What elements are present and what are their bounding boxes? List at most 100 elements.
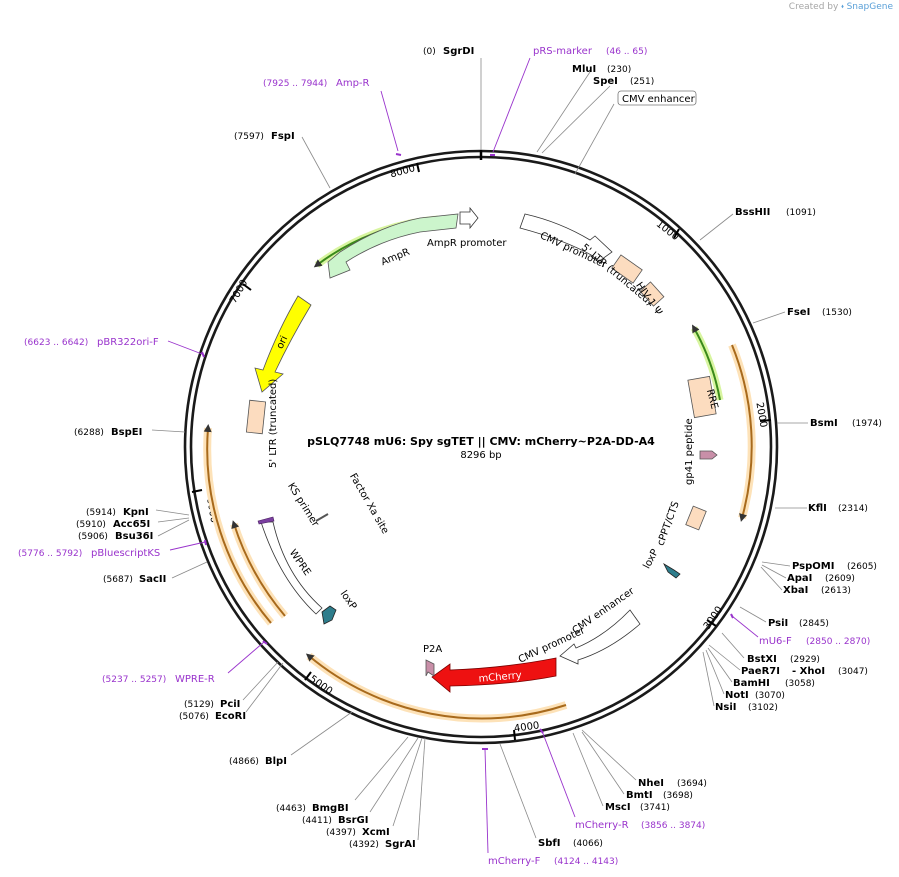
tick-label-8000: 8000: [389, 163, 416, 180]
loxp-right-feature[interactable]: [663, 562, 681, 579]
enzyme-xcmi-pos: (4397): [326, 828, 356, 838]
primer-prs-marker[interactable]: pRS-marker: [533, 46, 593, 57]
enzyme-mlui-pos: (230): [607, 65, 631, 75]
enzyme-xbai[interactable]: XbaI: [783, 585, 808, 596]
enzyme-sacii[interactable]: SacII: [139, 574, 166, 585]
enzyme-bsu36i-pos: (5906): [78, 532, 108, 542]
enzyme-kfli-pos: (2314): [838, 504, 868, 514]
enzyme-sbfi[interactable]: SbfI: [538, 838, 560, 849]
enzyme-fspi[interactable]: FspI: [271, 131, 295, 142]
enzyme-sgrdi[interactable]: SgrDI: [443, 46, 474, 57]
enzyme-acc65i-pos: (5910): [76, 520, 106, 530]
enzyme-msci[interactable]: MscI: [605, 802, 631, 813]
loxp-left-label: loxP: [338, 589, 359, 612]
primer-mcherry-r-range: (3856 .. 3874): [641, 821, 705, 831]
enzyme-kfli[interactable]: KflI: [808, 503, 827, 514]
enzyme-apai[interactable]: ApaI: [787, 573, 812, 584]
orange-arc-mid: [231, 520, 286, 617]
rre-feature[interactable]: [687, 375, 717, 419]
enzyme-blpi[interactable]: BlpI: [265, 756, 287, 767]
loxp-right-label: loxP: [642, 548, 661, 571]
primer-wpre-r[interactable]: WPRE-R: [175, 674, 215, 685]
enzyme-ecori[interactable]: EcoRI: [215, 711, 246, 722]
enzyme-bsshii-pos: (1091): [786, 208, 816, 218]
enzyme-psii[interactable]: PsiI: [768, 618, 788, 629]
primer-leaders: [167, 57, 759, 854]
enzyme-xhoi[interactable]: - XhoI: [792, 666, 825, 677]
enzyme-acc65i[interactable]: Acc65I: [113, 519, 150, 530]
ori-feature[interactable]: [254, 295, 312, 393]
primer-mu6-f-range: (2850 .. 2870): [806, 637, 870, 647]
enzyme-blpi-pos: (4866): [229, 757, 259, 767]
ltr5-left-feature[interactable]: [245, 399, 267, 435]
enzyme-xbai-pos: (2613): [821, 586, 851, 596]
enzyme-sacii-pos: (5687): [103, 575, 133, 585]
enzyme-mlui[interactable]: MluI: [572, 64, 596, 75]
enzyme-pcii[interactable]: PciI: [220, 699, 240, 710]
enzyme-bamhi[interactable]: BamHI: [733, 678, 770, 689]
ampr-feature[interactable]: [327, 213, 459, 279]
gp41-label: gp41 peptide: [684, 418, 695, 485]
ltr5-top-feature[interactable]: [611, 254, 643, 284]
primer-pbluescriptks-range: (5776 .. 5792): [18, 549, 82, 559]
primer-mu6-f[interactable]: mU6-F: [759, 636, 792, 647]
enzyme-pspomi[interactable]: PspOMI: [792, 561, 834, 572]
ori-label: ori: [275, 334, 290, 350]
enzyme-bmgbi-pos: (4463): [276, 804, 306, 814]
primer-mcherry-f-range: (4124 .. 4143): [554, 857, 618, 867]
gp41-feature[interactable]: [699, 450, 718, 460]
enzyme-xcmi[interactable]: XcmI: [362, 827, 390, 838]
primer-prs-marker-range: (46 .. 65): [606, 47, 647, 57]
enzyme-sgrdi-pos: (0): [423, 47, 436, 57]
primer-amp-r-range: (7925 .. 7944): [263, 79, 327, 89]
enzyme-nhei[interactable]: NheI: [638, 778, 664, 789]
cmv-enhancer-top-label: CMV enhancer: [622, 94, 696, 105]
enzyme-psii-pos: (2845): [799, 619, 829, 629]
enzyme-leaders: [151, 58, 808, 841]
p2a-feature[interactable]: [425, 659, 435, 677]
enzyme-paer7i[interactable]: PaeR7I: [741, 666, 780, 677]
tick-label-2000: 2000: [753, 401, 768, 428]
wpre-feature[interactable]: [260, 521, 323, 615]
enzyme-bsshii[interactable]: BssHII: [735, 207, 770, 218]
enzyme-nsii[interactable]: NsiI: [715, 702, 736, 713]
cmv-enhancer-top-feature[interactable]: [519, 213, 613, 263]
ampr-promoter-feature[interactable]: [459, 206, 479, 230]
enzyme-spei-pos: (251): [630, 77, 654, 87]
enzyme-bspei-pos: (6288): [74, 428, 104, 438]
enzyme-bsmi-pos: (1974): [852, 419, 882, 429]
ks-primer-feature[interactable]: [257, 516, 275, 525]
loxp-left-feature[interactable]: [321, 605, 337, 625]
cmv-enhancer-low-feature[interactable]: [559, 609, 641, 665]
enzyme-nhei-pos: (3694): [677, 779, 707, 789]
enzyme-sgrai[interactable]: SgrAI: [385, 839, 416, 850]
enzyme-kpni[interactable]: KpnI: [123, 507, 149, 518]
primer-mcherry-r[interactable]: mCherry-R: [575, 820, 629, 831]
mcherry-label: mCherry: [478, 670, 522, 685]
hiv-psi-feature[interactable]: [639, 281, 665, 307]
cmv-enhancer-top-box: [617, 90, 697, 106]
ampr-label: AmpR: [380, 247, 412, 268]
enzyme-bsu36i[interactable]: Bsu36I: [115, 531, 153, 542]
enzyme-bsrgi[interactable]: BsrGI: [338, 815, 368, 826]
enzyme-bspei[interactable]: BspEI: [111, 427, 142, 438]
enzyme-bmgbi[interactable]: BmgBI: [312, 803, 349, 814]
tick-marks: [191, 162, 772, 741]
enzyme-ecori-pos: (5076): [179, 712, 209, 722]
enzyme-apai-pos: (2609): [825, 574, 855, 584]
enzyme-fsei[interactable]: FseI: [787, 307, 810, 318]
cppt-feature[interactable]: [685, 505, 707, 531]
primer-mcherry-f[interactable]: mCherry-F: [488, 856, 541, 867]
primer-amp-r[interactable]: Amp-R: [336, 78, 370, 89]
enzyme-bstxi[interactable]: BstXI: [747, 654, 777, 665]
mcherry-feature[interactable]: [431, 657, 557, 693]
primer-pbr322ori-f[interactable]: pBR322ori-F: [97, 337, 159, 348]
primer-pbluescriptks[interactable]: pBluescriptKS: [91, 548, 160, 559]
enzyme-noti[interactable]: NotI: [725, 690, 749, 701]
ltr5-left-label: 5' LTR (truncated): [268, 379, 279, 468]
enzyme-bmti[interactable]: BmtI: [626, 790, 653, 801]
plasmid-title: pSLQ7748 mU6: Spy sgTET || CMV: mCherry~…: [307, 435, 655, 448]
enzyme-spei[interactable]: SpeI: [593, 76, 618, 87]
factor-xa-feature[interactable]: [315, 513, 329, 522]
enzyme-bsmi[interactable]: BsmI: [810, 418, 838, 429]
